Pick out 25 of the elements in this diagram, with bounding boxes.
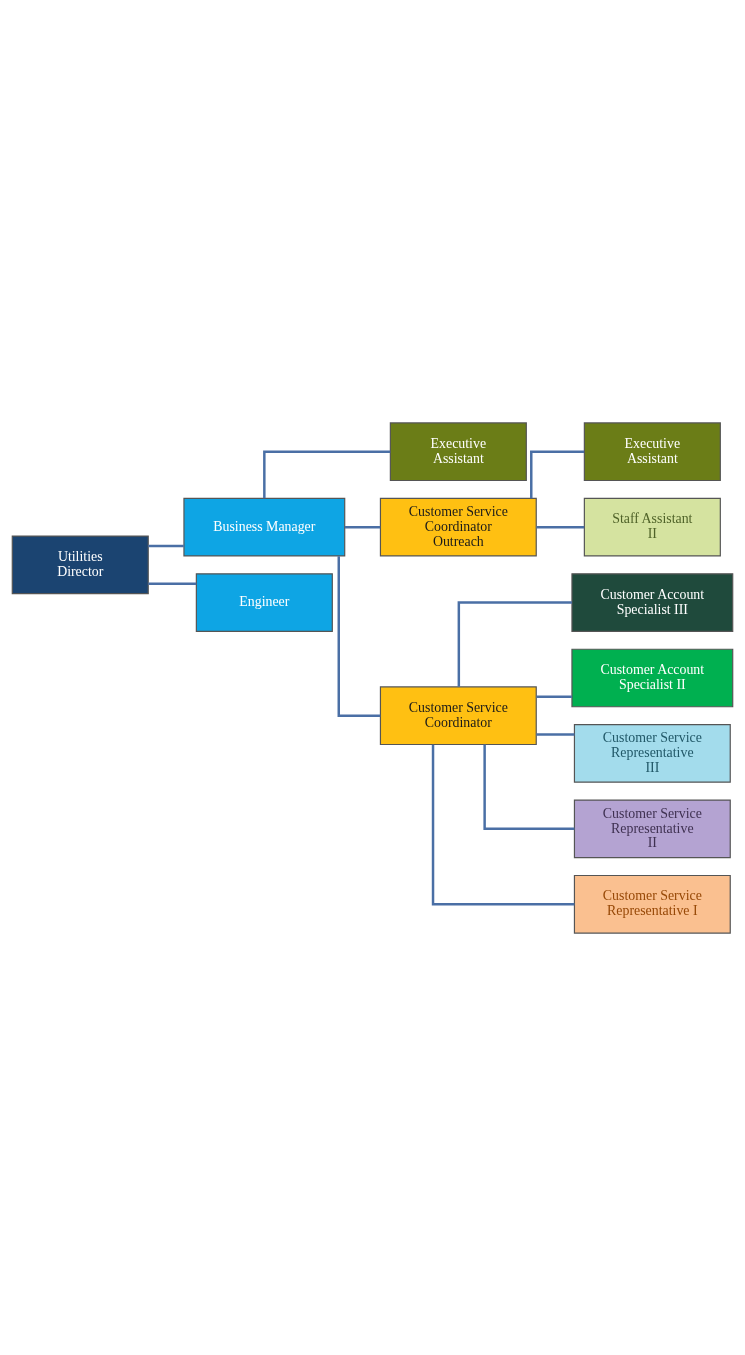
node-box: Engineer <box>195 572 333 632</box>
connector <box>530 450 585 498</box>
node-box: Customer Account Specialist III <box>571 572 734 632</box>
node-box: Customer Service Representative I <box>573 874 731 934</box>
node-box: Staff Assistant II <box>583 497 721 557</box>
connector <box>536 525 585 528</box>
connector <box>263 450 391 498</box>
node-box: Utilities Director <box>11 535 149 594</box>
node-box: Customer Service Coordinator <box>379 685 537 745</box>
connector <box>431 744 575 905</box>
node-box: Customer Service Representative III <box>573 723 731 783</box>
node-box: Executive Assistant <box>389 421 527 481</box>
connector <box>457 600 572 687</box>
connector <box>148 544 184 547</box>
connector <box>483 744 575 830</box>
node-box: Customer Service Coordinator Outreach <box>379 497 537 557</box>
node-box: Business Manager <box>183 497 346 557</box>
node-box: Customer Account Specialist II <box>571 648 734 707</box>
node-box: Customer Service Representative II <box>573 798 731 858</box>
connector <box>536 732 575 736</box>
node-box: Executive Assistant <box>583 421 721 481</box>
connector <box>337 555 381 717</box>
connector <box>536 695 572 698</box>
connector <box>344 525 381 528</box>
connector <box>148 582 197 585</box>
